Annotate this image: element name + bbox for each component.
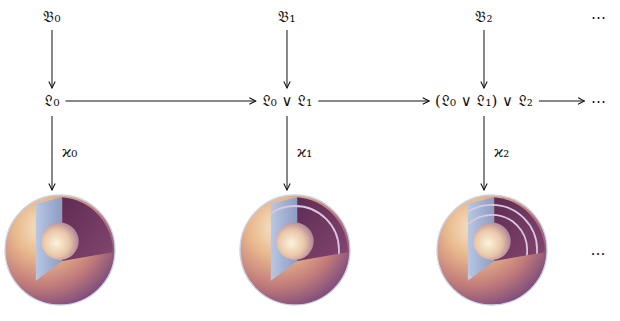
diagram-label: … — [591, 241, 606, 259]
layered-sphere — [240, 195, 350, 305]
node-text: 𝔏₀ ∨ 𝔏₁ — [262, 92, 313, 110]
node-text: 𝔏₀ — [44, 92, 59, 110]
diagram-label: ⋯ — [591, 8, 606, 26]
math-object: 𝔏₀ — [41, 90, 62, 112]
morphism-arrow — [51, 30, 52, 88]
math-object: 𝔅₀ — [40, 6, 63, 28]
node-text: (𝔏₀ ∨ 𝔏₁) ∨ 𝔏₂ — [435, 92, 533, 110]
layered-sphere — [437, 195, 547, 305]
morphism-arrow — [318, 101, 429, 102]
math-object: 𝔅₂ — [472, 6, 495, 28]
node-text: ⋯ — [591, 92, 606, 110]
node-text: 𝔅₂ — [475, 8, 492, 26]
node-text: 𝔅₀ — [43, 8, 60, 26]
math-object: 𝔅₁ — [275, 6, 298, 28]
diagram-label: ϰ₁ — [297, 143, 312, 161]
layered-sphere — [5, 195, 115, 305]
diagram-label: ϰ₂ — [494, 143, 509, 161]
morphism-arrow — [483, 30, 484, 88]
map-arrow — [484, 116, 485, 190]
morphism-arrow — [539, 101, 585, 102]
math-object: 𝔏₀ ∨ 𝔏₁ — [259, 90, 316, 112]
map-arrow — [287, 116, 288, 190]
map-arrow — [52, 116, 53, 190]
morphism-arrow — [286, 30, 287, 88]
morphism-arrow — [66, 101, 256, 102]
math-object: ⋯ — [588, 90, 609, 112]
math-object: (𝔏₀ ∨ 𝔏₁) ∨ 𝔏₂ — [432, 90, 536, 112]
diagram-label: ϰ₀ — [62, 143, 77, 161]
node-text: 𝔅₁ — [278, 8, 295, 26]
